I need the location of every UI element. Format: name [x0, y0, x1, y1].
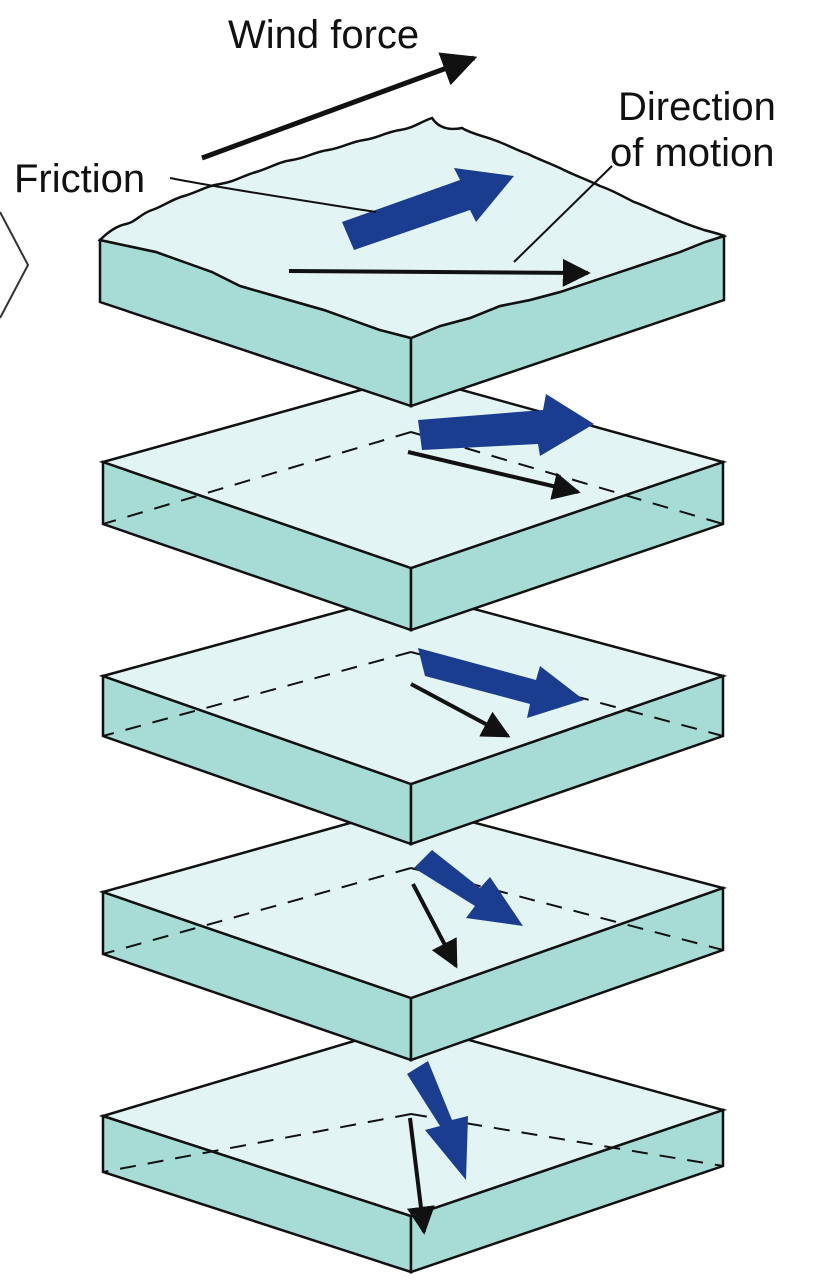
direction-of-motion-label: Direction of motion	[618, 84, 776, 176]
water-layer-2	[103, 376, 723, 630]
direction-label-line-2: of motion	[610, 130, 776, 176]
water-layer-5	[103, 1024, 723, 1272]
friction-label: Friction	[14, 156, 145, 202]
surface-motion-arrow	[289, 271, 588, 273]
side-chevron-icon	[0, 212, 28, 318]
direction-label-line-1: Direction	[618, 84, 776, 130]
wind-force-label: Wind force	[228, 12, 419, 58]
